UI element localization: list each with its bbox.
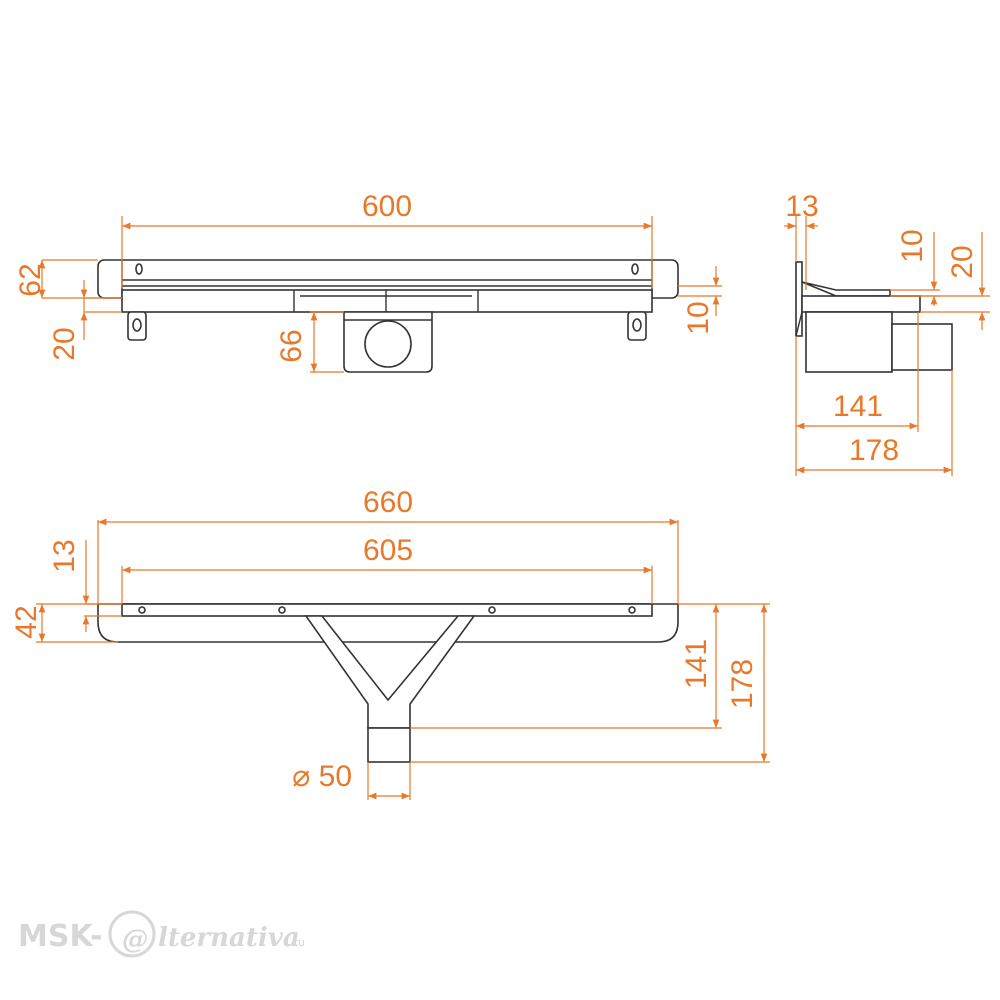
dim-600: 600 — [362, 190, 412, 223]
front-view: 660 605 13 42 141 178 ⌀ 50 — [10, 486, 770, 800]
dim-660: 660 — [363, 486, 413, 519]
dim-diameter-50: ⌀ 50 — [292, 760, 352, 793]
dim-10-side: 10 — [896, 229, 929, 262]
top-view: 600 62 20 66 10 — [14, 190, 722, 373]
dim-20-side: 20 — [946, 245, 979, 278]
dim-141-side: 141 — [833, 390, 883, 423]
front-v-body — [304, 615, 476, 729]
dim-178-front: 178 — [726, 659, 759, 709]
side-body — [805, 311, 893, 373]
front-pipe — [367, 727, 411, 763]
dim-178-side: 178 — [849, 434, 899, 467]
dim-66: 66 — [275, 329, 308, 362]
watermark-suffix: lternativa — [158, 923, 300, 953]
side-view: 13 10 20 141 178 — [784, 190, 990, 476]
mount-hole-left — [135, 263, 143, 275]
watermark-prefix: MSK- — [18, 919, 103, 954]
watermark: MSK- @ lternativa .ru — [18, 910, 305, 958]
front-grate — [121, 603, 653, 617]
watermark-at: @ — [122, 925, 148, 955]
dim-141-front: 141 — [680, 639, 713, 689]
dim-42: 42 — [10, 605, 43, 638]
dim-13-front: 13 — [48, 539, 81, 572]
dim-10-top: 10 — [682, 301, 715, 334]
dim-62: 62 — [14, 263, 47, 296]
dim-20-top: 20 — [48, 327, 81, 360]
side-grate — [801, 295, 921, 313]
outlet-pipe — [364, 320, 412, 368]
watermark-tld: .ru — [290, 936, 305, 949]
watermark-at-circle — [108, 910, 156, 958]
dim-13-side: 13 — [785, 190, 818, 223]
mount-hole-right — [631, 263, 639, 275]
dim-605: 605 — [363, 534, 413, 567]
grate-strip — [121, 289, 653, 313]
side-outlet — [891, 323, 953, 371]
